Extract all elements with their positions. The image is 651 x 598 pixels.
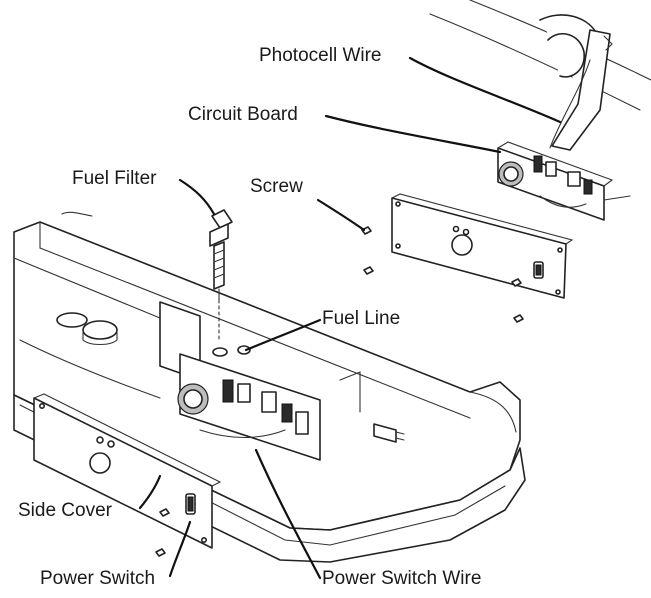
circuit-board-part (497, 141, 631, 221)
label-photocell-wire: Photocell Wire (259, 45, 382, 66)
label-side-cover: Side Cover (18, 500, 113, 521)
label-power-switch: Power Switch (40, 568, 155, 589)
label-fuel-line: Fuel Line (322, 308, 400, 329)
label-power-switch-wire: Power Switch Wire (322, 568, 481, 589)
side-cover-screws (155, 508, 170, 557)
upper-burner-assembly (429, 0, 651, 151)
label-screw: Screw (250, 176, 303, 197)
callout-labels: Photocell Wire Circuit Board Fuel Filter… (18, 45, 481, 589)
label-circuit-board: Circuit Board (188, 104, 298, 125)
upper-screws (361, 226, 524, 323)
label-fuel-filter: Fuel Filter (72, 168, 157, 189)
upper-side-cover (391, 193, 574, 299)
leader-lines (138, 56, 562, 580)
control-box (177, 353, 405, 461)
fuel-filter-part (209, 209, 251, 357)
